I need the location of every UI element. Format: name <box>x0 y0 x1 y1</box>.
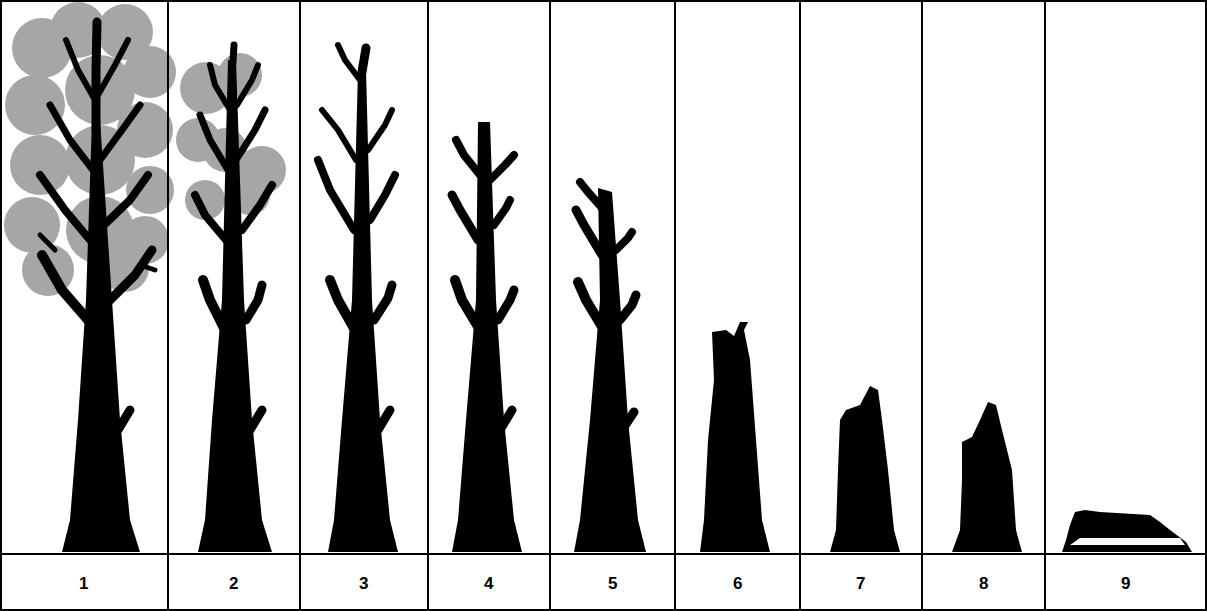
class-number: 6 <box>733 575 742 592</box>
foliage <box>4 2 286 296</box>
class-number: 2 <box>229 575 238 592</box>
class-number: 8 <box>979 575 988 592</box>
tree-silhouettes <box>40 22 1192 552</box>
class-number: 4 <box>484 575 493 592</box>
class-number: 7 <box>856 575 865 592</box>
class-number: 5 <box>608 575 617 592</box>
class-number: 9 <box>1121 575 1130 592</box>
class-number: 3 <box>359 575 368 592</box>
class-number: 1 <box>79 575 88 592</box>
